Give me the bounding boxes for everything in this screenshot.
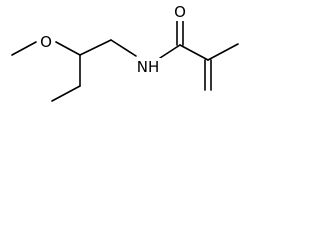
carbonyl-oxygen-label: O (174, 3, 186, 21)
bond-ch2-n (110, 39, 137, 57)
nitrogen-label: NH (137, 58, 160, 76)
ether-oxygen-label: O (40, 33, 52, 51)
structure-diagram: O NH O (11, 3, 239, 102)
bond-n-carbonyl (159, 44, 181, 59)
bond-o-ch (55, 41, 81, 56)
bond-alpha-methyl (207, 43, 239, 61)
bond-ethyl-methyl (51, 85, 81, 102)
bond-ch-ch2 (79, 39, 112, 56)
bond-carbonyl-alpha (179, 44, 209, 61)
bond-methyl-o (11, 41, 37, 56)
